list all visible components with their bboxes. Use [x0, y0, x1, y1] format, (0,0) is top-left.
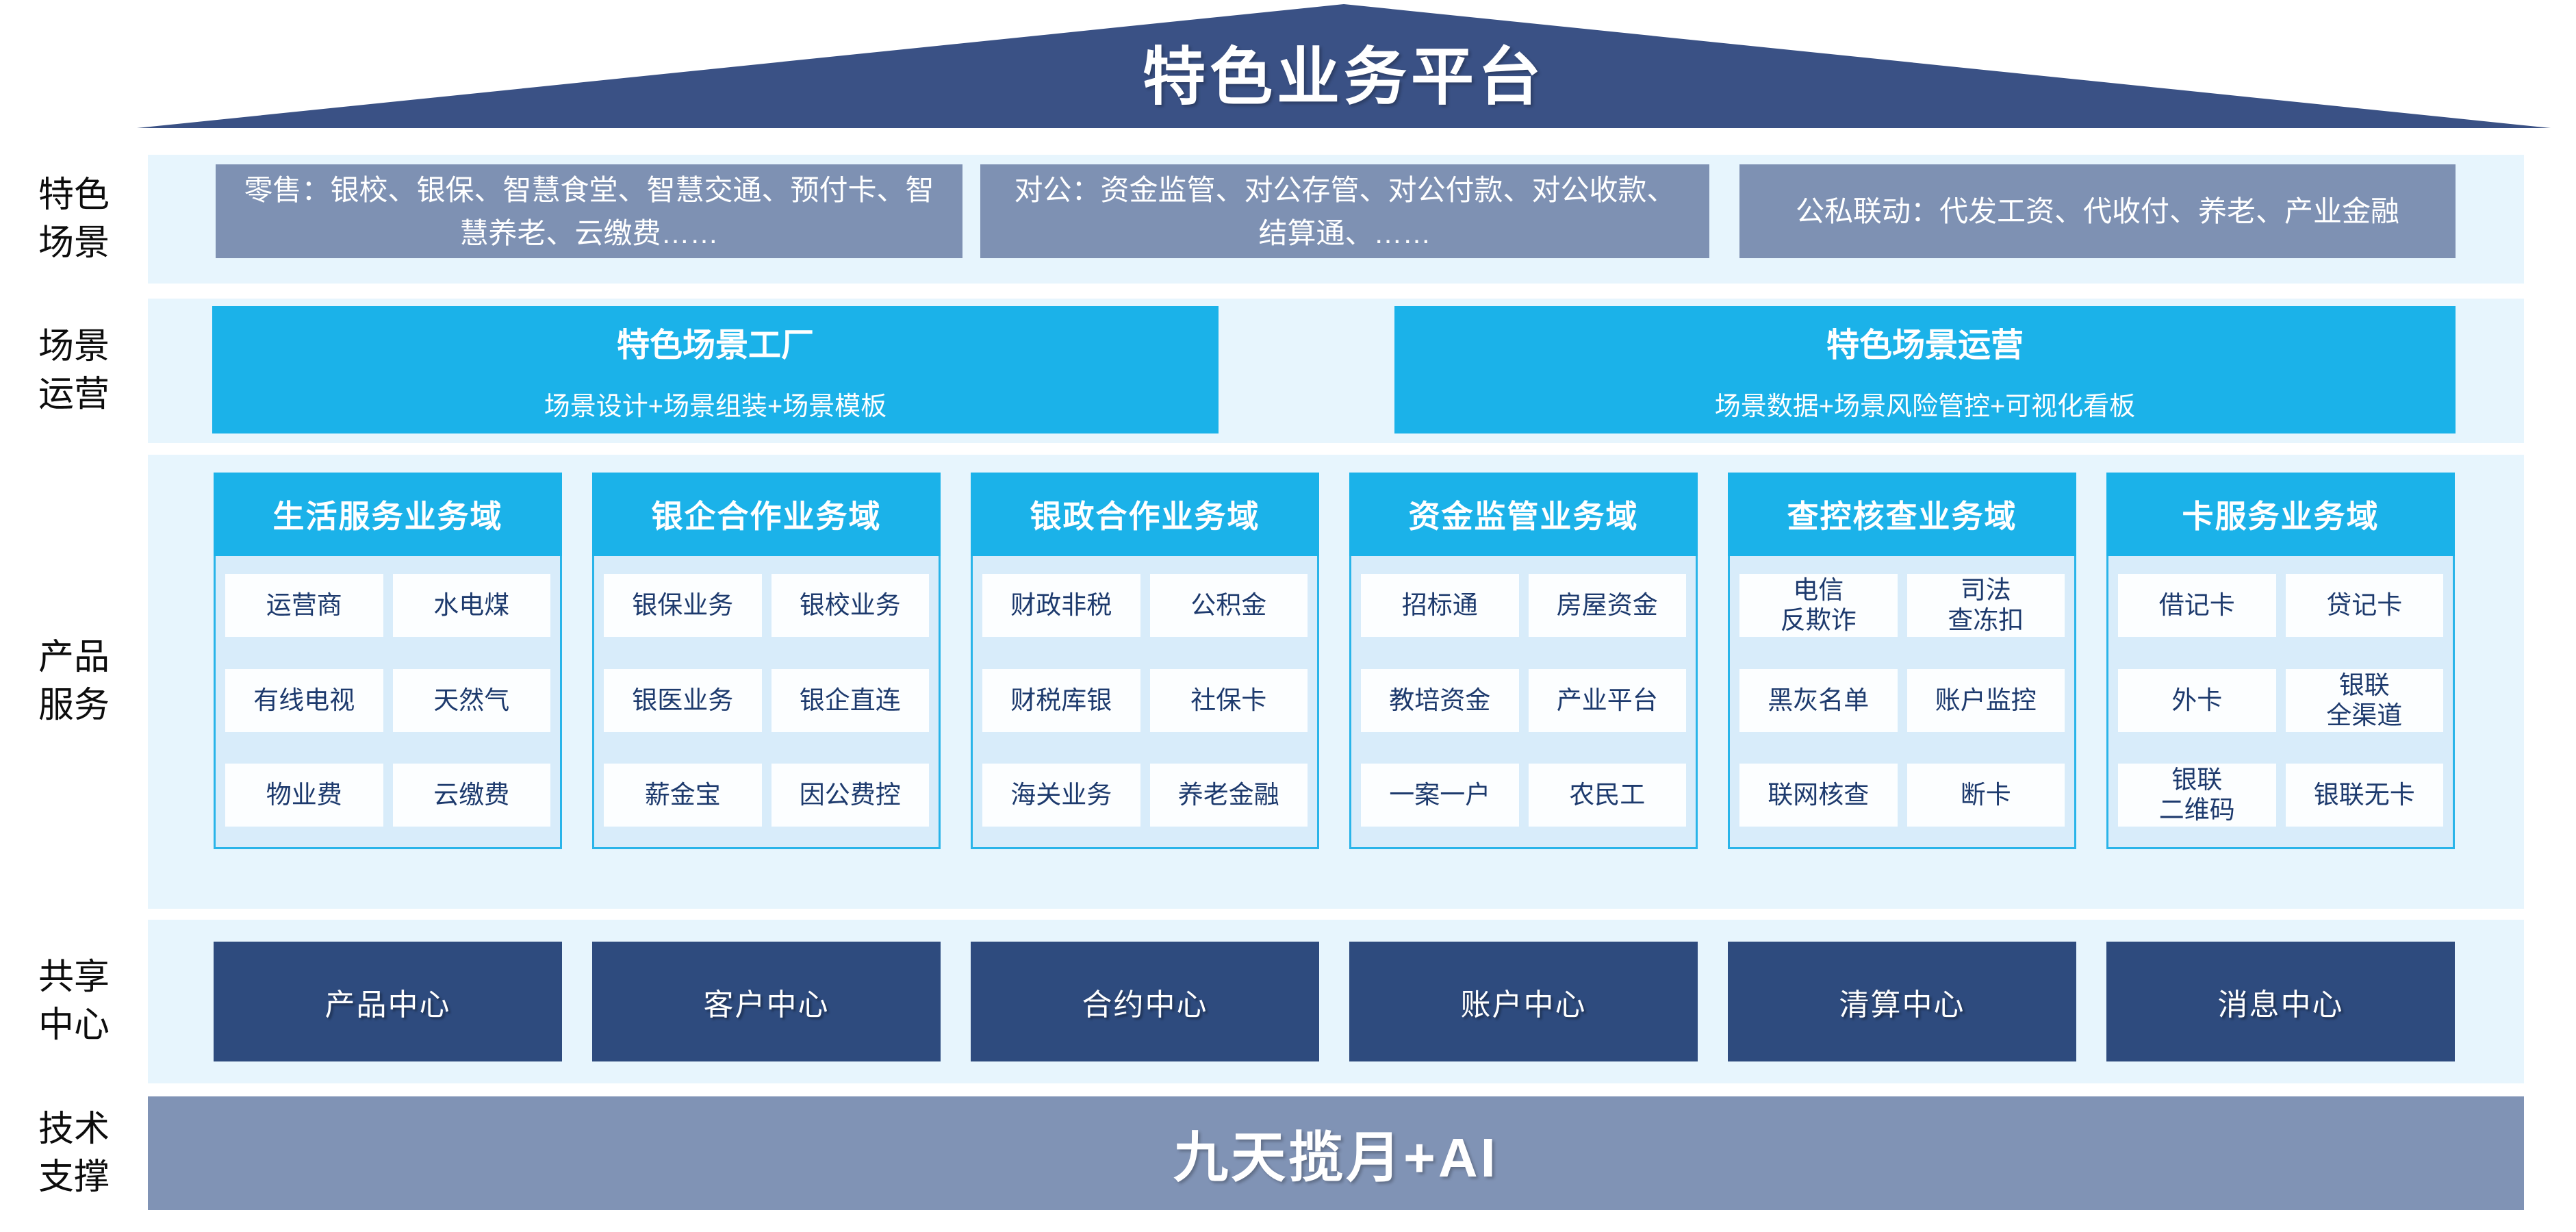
product-chip: 银校业务: [771, 574, 929, 637]
product-chip: 物业费: [225, 764, 383, 827]
scene-box-public-private: 公私联动：代发工资、代收付、养老、产业金融: [1739, 164, 2456, 258]
product-chip: 云缴费: [392, 764, 550, 827]
shared-center-contract: 合约中心: [971, 942, 1319, 1061]
product-chip: 招标通: [1361, 574, 1519, 637]
product-chip: 有线电视: [225, 668, 383, 732]
product-chip: 海关业务: [982, 764, 1140, 827]
product-chip: 养老金融: [1149, 764, 1308, 827]
product-chip: 银企直连: [771, 668, 929, 732]
tech-support-label: 九天揽月+AI: [1173, 1127, 1499, 1188]
row-label-scene-operation: 场景 运营: [38, 327, 110, 414]
product-chip: 公积金: [1149, 574, 1308, 637]
product-chip: 天然气: [392, 668, 550, 732]
domain-bank-government: 银政合作业务域 财政非税 公积金 财税库银 社保卡 海关业务 养老金融: [971, 473, 1319, 849]
shared-center-message: 消息中心: [2106, 942, 2455, 1061]
product-chip: 断卡: [1907, 764, 2065, 827]
tech-support-bar: 九天揽月+AI: [148, 1096, 2524, 1210]
product-chip: 运营商: [225, 574, 383, 637]
product-chip: 社保卡: [1149, 668, 1308, 732]
product-chip: 房屋资金: [1528, 574, 1686, 637]
shared-center-customer: 客户中心: [592, 942, 941, 1061]
scene-operation-title: 特色场景运营: [1826, 327, 2024, 364]
scene-box-retail: 零售：银校、银保、智慧食堂、智慧交通、预付卡、智慧养老、云缴费……: [216, 164, 962, 258]
row-label-featured-scenes: 特色 场景: [38, 175, 110, 263]
shared-center-account: 账户中心: [1349, 942, 1698, 1061]
product-chip: 外卡: [2118, 668, 2276, 732]
product-chip: 黑灰名单: [1739, 668, 1898, 732]
scene-operation-box: 特色场景运营 场景数据+场景风险管控+可视化看板: [1394, 306, 2456, 433]
product-chip: 水电煤: [392, 574, 550, 637]
domain-header: 卡服务业务域: [2106, 473, 2455, 556]
product-chip: 借记卡: [2118, 574, 2276, 637]
domain-body: 电信 反欺诈 司法 查冻扣 黑灰名单 账户监控 联网核查 断卡: [1728, 556, 2076, 849]
scene-factory-title: 特色场景工厂: [616, 327, 814, 364]
product-chip: 银联 二维码: [2118, 764, 2276, 827]
platform-roof: 特色业务平台: [137, 4, 2551, 128]
domain-body: 运营商 水电煤 有线电视 天然气 物业费 云缴费: [214, 556, 562, 849]
product-chip: 贷记卡: [2285, 574, 2443, 637]
band-scene-operation: 特色场景工厂 场景设计+场景组装+场景模板 特色场景运营 场景数据+场景风险管控…: [148, 299, 2524, 443]
band-product-service: 生活服务业务域 运营商 水电煤 有线电视 天然气 物业费 云缴费 银企合作业务域: [148, 455, 2524, 909]
product-chip: 因公费控: [771, 764, 929, 827]
product-chip: 一案一户: [1361, 764, 1519, 827]
product-chip: 薪金宝: [604, 764, 762, 827]
domain-header: 资金监管业务域: [1349, 473, 1698, 556]
shared-center-clearing: 清算中心: [1728, 942, 2076, 1061]
domain-header: 查控核查业务域: [1728, 473, 2076, 556]
row-label-shared-centers: 共享 中心: [38, 957, 110, 1045]
row-label-product-service: 产品 服务: [38, 638, 110, 725]
scene-factory-box: 特色场景工厂 场景设计+场景组装+场景模板: [212, 306, 1219, 433]
domain-body: 财政非税 公积金 财税库银 社保卡 海关业务 养老金融: [971, 556, 1319, 849]
product-chip: 司法 查冻扣: [1907, 574, 2065, 637]
domain-header: 银政合作业务域: [971, 473, 1319, 556]
product-chip: 银保业务: [604, 574, 762, 637]
page-title: 特色业务平台: [1142, 42, 1545, 112]
product-chip: 联网核查: [1739, 764, 1898, 827]
product-chip: 产业平台: [1528, 668, 1686, 732]
domain-body: 银保业务 银校业务 银医业务 银企直连 薪金宝 因公费控: [592, 556, 941, 849]
domain-bank-enterprise: 银企合作业务域 银保业务 银校业务 银医业务 银企直连 薪金宝 因公费控: [592, 473, 941, 849]
scene-factory-subtitle: 场景设计+场景组装+场景模板: [544, 392, 887, 421]
shared-center-product: 产品中心: [214, 942, 562, 1061]
band-shared-centers: 产品中心 客户中心 合约中心 账户中心 清算中心 消息中心: [148, 920, 2524, 1083]
domain-body: 借记卡 贷记卡 外卡 银联 全渠道 银联 二维码 银联无卡: [2106, 556, 2455, 849]
product-chip: 财税库银: [982, 668, 1140, 732]
product-chip: 银联 全渠道: [2285, 668, 2443, 732]
product-chip: 财政非税: [982, 574, 1140, 637]
band-featured-scenes: 零售：银校、银保、智慧食堂、智慧交通、预付卡、智慧养老、云缴费…… 对公：资金监…: [148, 155, 2524, 284]
product-chip: 农民工: [1528, 764, 1686, 827]
product-chip: 教培资金: [1361, 668, 1519, 732]
row-label-tech-support: 技术 支撑: [38, 1109, 110, 1197]
scene-box-corporate: 对公：资金监管、对公存管、对公付款、对公收款、结算通、……: [980, 164, 1709, 258]
domain-body: 招标通 房屋资金 教培资金 产业平台 一案一户 农民工: [1349, 556, 1698, 849]
domain-header: 生活服务业务域: [214, 473, 562, 556]
scene-operation-subtitle: 场景数据+场景风险管控+可视化看板: [1714, 392, 2136, 421]
product-chip: 电信 反欺诈: [1739, 574, 1898, 637]
product-chip: 银联无卡: [2285, 764, 2443, 827]
domain-life-services: 生活服务业务域 运营商 水电煤 有线电视 天然气 物业费 云缴费: [214, 473, 562, 849]
product-chip: 账户监控: [1907, 668, 2065, 732]
domain-header: 银企合作业务域: [592, 473, 941, 556]
product-chip: 银医业务: [604, 668, 762, 732]
domain-card-services: 卡服务业务域 借记卡 贷记卡 外卡 银联 全渠道 银联 二维码 银联无卡: [2106, 473, 2455, 849]
domain-inquiry-control: 查控核查业务域 电信 反欺诈 司法 查冻扣 黑灰名单 账户监控 联网核查 断卡: [1728, 473, 2076, 849]
domain-fund-supervision: 资金监管业务域 招标通 房屋资金 教培资金 产业平台 一案一户 农民工: [1349, 473, 1698, 849]
